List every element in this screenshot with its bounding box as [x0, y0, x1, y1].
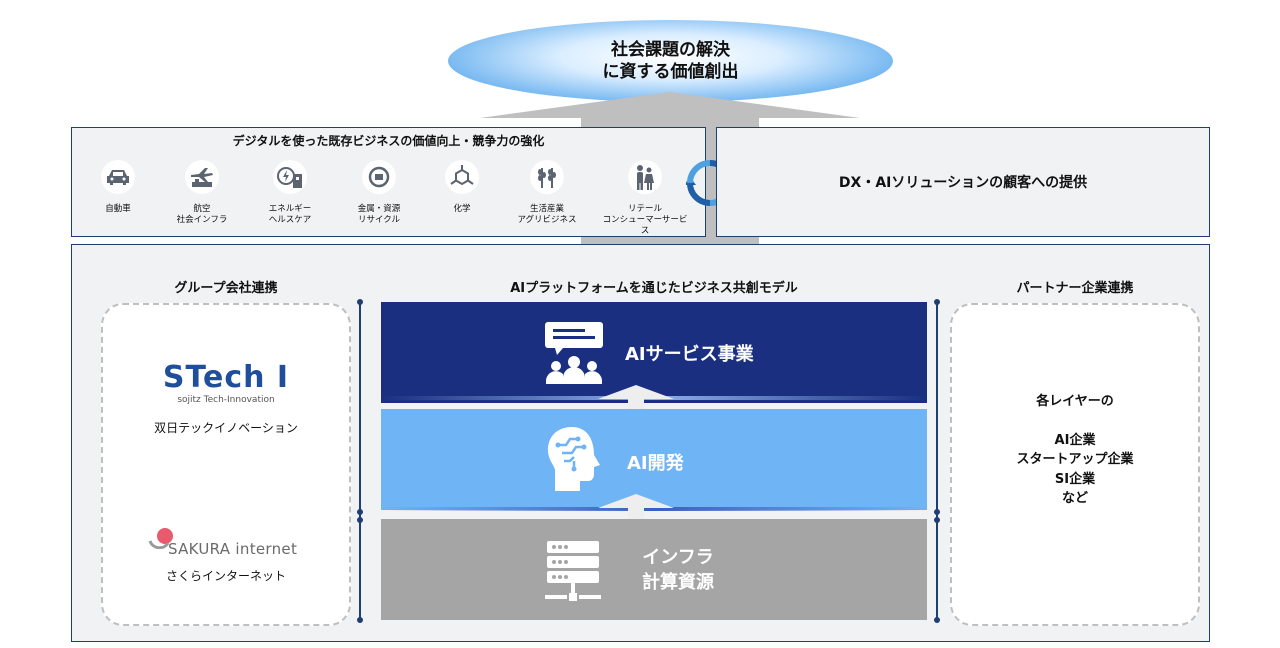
stech-name: 双日テックイノベーション [154, 421, 298, 435]
existing-business-title: デジタルを使った既存ビジネスの価値向上・競争力の強化 [232, 134, 545, 148]
ai-service-icon [545, 322, 603, 384]
server-icon [545, 541, 601, 601]
goal-ellipse: 社会課題の解決 に資する価値創出 [448, 20, 893, 102]
right-connector-dot-mid2 [934, 517, 940, 523]
partner-list: 各レイヤーの AI企業 スタートアップ企業 SI企業 など [950, 392, 1200, 509]
left-connector-dot-top [357, 299, 363, 305]
arrow2-glow [381, 507, 927, 511]
up-arrow-1-stem [628, 399, 644, 409]
molecule-icon [445, 160, 479, 194]
right-connector-dot-bottom [934, 617, 940, 623]
industry-retail: リテール コンシューマーサービス [599, 160, 691, 237]
left-connector-line [359, 302, 361, 621]
industry-chemical: 化学 [417, 160, 507, 215]
partner-intro: 各レイヤーの [1036, 394, 1114, 409]
group-box [101, 303, 351, 626]
recycle-icon [362, 160, 396, 194]
right-connector-dot-mid1 [934, 509, 940, 515]
layer-infra [381, 519, 927, 620]
car-icon [101, 160, 135, 194]
dx-ai-solution-panel: DX・AIソリューションの顧客への提供 [716, 127, 1210, 237]
up-arrow-2-stem [628, 508, 644, 519]
layer-ai-service-label: AIサービス事業 [625, 344, 754, 365]
partner-item: スタートアップ企業 [1016, 452, 1134, 467]
up-arrow-1 [598, 385, 674, 399]
goal-line2: に資する価値創出 [602, 62, 739, 82]
industry-automotive: 自動車 [73, 160, 163, 215]
right-connector-dot-top [934, 299, 940, 305]
sakura-name: さくらインターネット [165, 569, 286, 583]
sakura-logo-mark [148, 528, 173, 549]
sakura-logo-text: SAKURA internet [168, 540, 298, 558]
stech-logo-main: STech I [162, 360, 290, 395]
platform-title: AIプラットフォームを通じたビジネス共創モデル [510, 281, 798, 296]
partner-title: パートナー企業連携 [1016, 281, 1134, 296]
left-connector-dot-bottom [357, 617, 363, 623]
energy-health-icon [273, 160, 307, 194]
industry-agribusiness: 生活産業 アグリビジネス [502, 160, 592, 226]
layer-ai-dev-label: AI開発 [627, 453, 684, 474]
left-connector-dot-mid1 [357, 509, 363, 515]
layer-infra-label: インフラ 計算資源 [642, 547, 714, 593]
stech-logo: STech I sojitz Tech-Innovation [101, 360, 351, 406]
partner-item: AI企業 [1054, 432, 1096, 448]
wheat-icon [530, 160, 564, 194]
left-connector-dot-mid2 [357, 517, 363, 523]
partner-item: など [1061, 491, 1088, 506]
dx-ai-solution-title: DX・AIソリューションの顧客への提供 [838, 175, 1088, 191]
industry-aviation: 航空 社会インフラ [157, 160, 247, 226]
industry-metal-resources: 金属・資源 リサイクル [334, 160, 424, 226]
family-icon [628, 160, 662, 194]
stech-logo-sub: sojitz Tech-Innovation [177, 395, 275, 405]
up-arrow-2 [598, 494, 674, 508]
group-title: グループ会社連携 [174, 281, 278, 296]
layer-ai-dev [381, 409, 927, 510]
goal-line1: 社会課題の解決 [611, 40, 730, 60]
partner-box [950, 303, 1200, 626]
right-connector-line [936, 302, 938, 621]
partner-item: SI企業 [1054, 471, 1096, 487]
airplane-icon [185, 160, 219, 194]
ai-brain-icon [547, 427, 600, 491]
industry-energy-health: エネルギー ヘルスケア [245, 160, 335, 226]
